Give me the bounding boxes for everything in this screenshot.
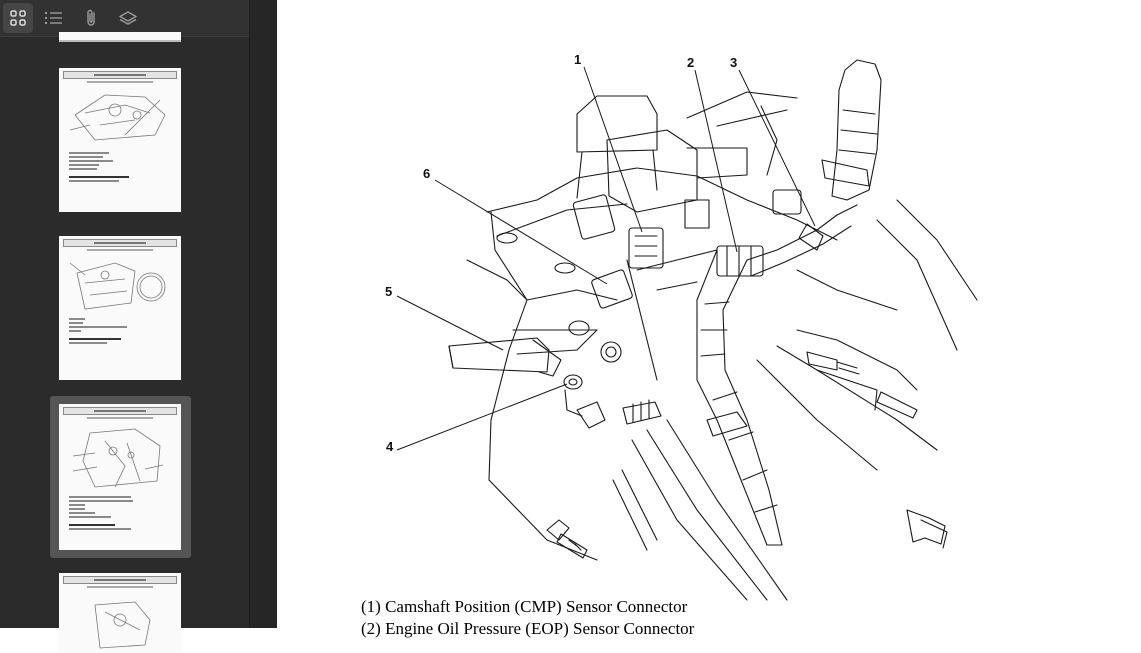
page-thumbnail-2[interactable] (59, 68, 181, 212)
page-thumbnail-5[interactable] (59, 573, 181, 653)
attachments-view-button[interactable] (77, 3, 107, 33)
page-thumbnail-4[interactable] (59, 404, 181, 550)
engine-wiring-diagram: 1 2 3 4 5 6 (385, 52, 978, 601)
outline-view-button[interactable] (39, 3, 69, 33)
callout-label-2: 2 (687, 55, 694, 70)
leader-line-4 (396, 383, 568, 451)
sidebar-toolbar (0, 0, 249, 37)
layers-icon (119, 11, 137, 25)
sidebar-splitter[interactable] (249, 0, 277, 628)
leader-line-2 (694, 69, 738, 253)
callout-label-1: 1 (574, 52, 581, 67)
thumbnails-view-button[interactable] (3, 3, 33, 33)
leader-line-5 (396, 295, 504, 351)
page-thumbnail-3[interactable] (59, 236, 181, 380)
page-thumbnail-1[interactable] (59, 32, 181, 42)
layers-view-button[interactable] (113, 3, 143, 33)
callout-label-6: 6 (423, 166, 430, 181)
callout-label-5: 5 (385, 284, 392, 299)
grid-icon (10, 10, 26, 26)
leader-line-6 (434, 179, 608, 285)
leader-line-1 (583, 66, 643, 233)
thumbnail-sidebar (0, 0, 249, 653)
thumbnail-list[interactable] (0, 32, 249, 653)
document-page: 1 2 3 4 5 6 (1) Camshaft Position (CMP) … (277, 0, 1141, 638)
caption-line-1: (1) Camshaft Position (CMP) Sensor Conne… (361, 597, 688, 616)
paperclip-icon (87, 9, 95, 26)
list-icon (45, 12, 62, 24)
callout-label-4: 4 (386, 439, 394, 454)
leader-line-3 (738, 69, 816, 227)
caption-line-2: (2) Engine Oil Pressure (EOP) Sensor Con… (361, 619, 695, 638)
callout-label-3: 3 (730, 55, 737, 70)
